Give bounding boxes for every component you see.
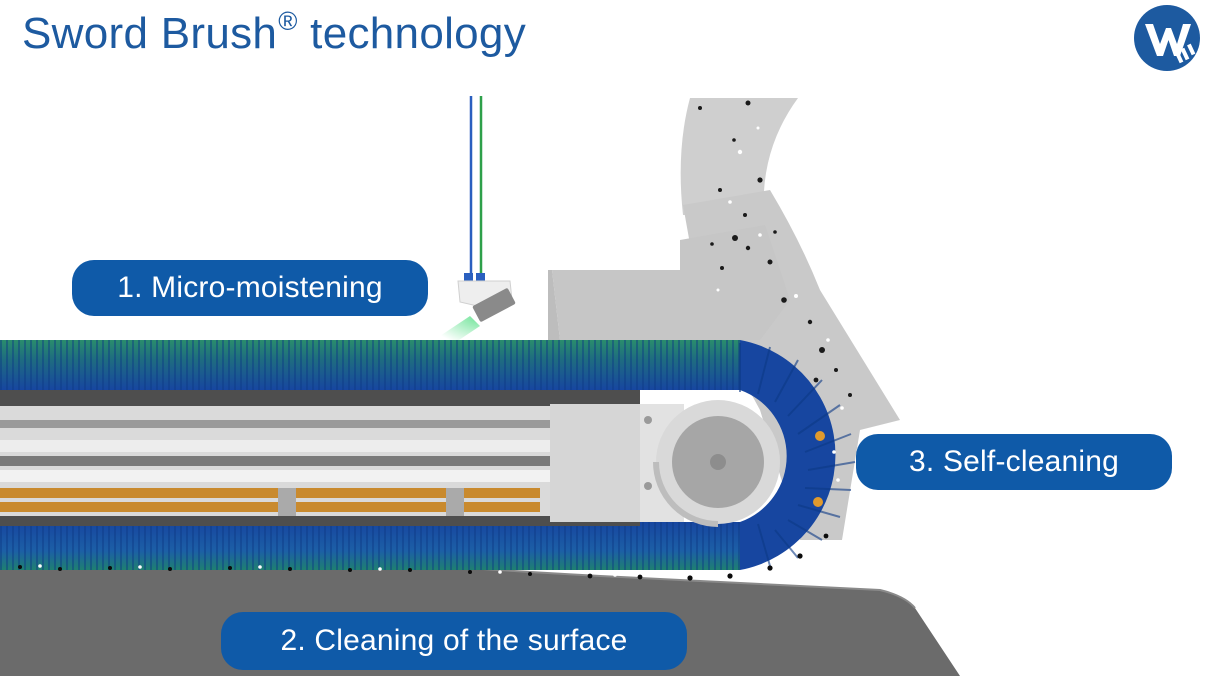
nozzle-icon <box>428 273 516 346</box>
wetrok-logo-icon <box>1134 5 1200 71</box>
step-label-cleaning-surface: 2. Cleaning of the surface <box>221 612 687 670</box>
title-text-after: technology <box>297 9 527 58</box>
dirt-particles <box>698 100 852 397</box>
step-label-micro-moistening: 1. Micro-moistening <box>72 260 428 316</box>
pickup-dots <box>18 450 840 581</box>
step-2-text: 2. Cleaning of the surface <box>280 624 628 657</box>
step-3-text: 3. Self-cleaning <box>909 445 1119 478</box>
step-1-text: 1. Micro-moistening <box>117 271 383 304</box>
title-text: Sword Brush <box>22 9 278 58</box>
step-label-self-cleaning: 3. Self-cleaning <box>856 434 1172 490</box>
page-title: Sword Brush® technology <box>22 6 526 59</box>
registered-mark: ® <box>278 6 298 36</box>
